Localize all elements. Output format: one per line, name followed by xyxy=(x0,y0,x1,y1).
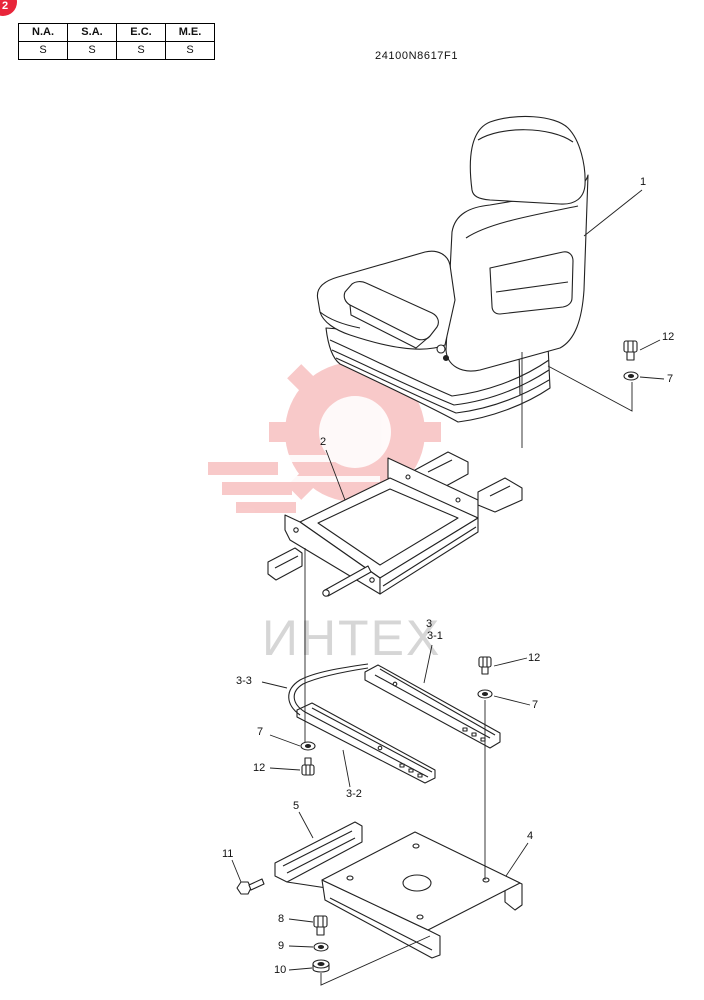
spec-header-ec: E.C. xyxy=(116,23,166,42)
bolt-base-bottom xyxy=(313,915,328,936)
mount-bracket xyxy=(274,821,363,891)
callout-label-bolt-bottom: 8 xyxy=(278,913,284,925)
callout-label-bolt-mid-right: 12 xyxy=(528,652,540,664)
washer-mid-right xyxy=(477,689,493,699)
callout-label-frame: 2 xyxy=(320,436,326,448)
drawing-code: 24100N8617F1 xyxy=(375,50,459,62)
frame-right-bracket xyxy=(477,477,523,513)
base-plate-center-hole xyxy=(402,874,432,892)
washer-base-small xyxy=(313,942,329,952)
rail-right xyxy=(364,664,501,749)
frame-left-stub xyxy=(267,547,303,581)
frame-top-inner xyxy=(317,488,459,566)
spec-value-me: S xyxy=(165,41,215,60)
bolt-mid-left xyxy=(301,757,315,776)
callout-labels: 1 12 7 2 3 3-1 12 3-3 7 7 12 3-2 5 4 11 … xyxy=(222,176,674,976)
callout-label-rail-assembly: 3 xyxy=(426,618,432,630)
seat-headrest xyxy=(469,115,586,205)
seat-frame xyxy=(267,451,523,597)
spec-header-me: M.E. xyxy=(165,23,215,42)
bolt-mid-right xyxy=(478,656,492,675)
seat-side-panel xyxy=(489,251,574,315)
watermark-text: ИНТЕХ xyxy=(262,610,441,666)
notification-badge: 2 xyxy=(0,0,17,16)
seat-assembly xyxy=(316,115,589,423)
seat-armrest xyxy=(343,281,439,341)
rail-left xyxy=(296,702,436,784)
notification-badge-circle xyxy=(0,0,17,16)
callout-label-bolt-mid-left: 12 xyxy=(253,762,265,774)
callout-label-washer-top: 7 xyxy=(667,373,673,385)
watermark-gear-cutouts xyxy=(280,396,391,482)
callout-label-rail-right: 3-1 xyxy=(427,630,443,642)
base-plate xyxy=(321,831,523,959)
callout-label-bolt-side: 11 xyxy=(222,848,233,860)
spec-value-ec: S xyxy=(116,41,166,60)
callout-label-bracket: 5 xyxy=(293,800,299,812)
callout-label-seat: 1 xyxy=(640,176,646,188)
spec-table-value-row: S S S S xyxy=(18,41,215,60)
spec-table-header-row: N.A. S.A. E.C. M.E. xyxy=(18,23,215,42)
spec-table: N.A. S.A. E.C. M.E. S S S S xyxy=(18,23,215,60)
washer-top-right xyxy=(623,371,639,381)
callout-label-bolt-top: 12 xyxy=(662,331,674,343)
frame-slide-rail xyxy=(379,517,479,595)
callout-label-washer-large: 10 xyxy=(274,964,286,976)
rail-connecting-rod xyxy=(288,663,369,716)
callout-label-base-plate: 4 xyxy=(527,830,533,842)
callout-label-washer-small: 9 xyxy=(278,940,284,952)
spec-value-sa: S xyxy=(67,41,117,60)
callout-label-rod: 3-3 xyxy=(236,675,252,687)
bolt-top-right xyxy=(623,340,638,361)
callout-label-rail-left: 3-2 xyxy=(346,788,362,800)
spec-value-na: S xyxy=(18,41,68,60)
notification-badge-number: 2 xyxy=(2,0,8,12)
washer-mid-left xyxy=(300,741,316,751)
washer-base-large xyxy=(312,959,330,973)
callout-label-washer-mid-right: 7 xyxy=(532,699,538,711)
spec-header-na: N.A. xyxy=(18,23,68,42)
spec-header-sa: S.A. xyxy=(67,23,117,42)
assembly-lines xyxy=(304,352,633,986)
seat-lever-knob xyxy=(436,344,446,354)
callout-label-washer-mid-left: 7 xyxy=(257,726,263,738)
leader-lines xyxy=(231,189,665,971)
